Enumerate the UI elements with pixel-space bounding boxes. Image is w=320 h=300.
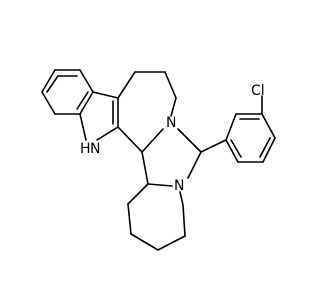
molecule-structure: H N N N Cl (41, 69, 276, 251)
chlorine-atom: Cl (251, 83, 265, 99)
chlorophenyl-ring (225, 113, 276, 163)
indole-nh-hydrogen: H (80, 141, 91, 157)
piperidine-ring (127, 183, 186, 251)
tetrahydropyridine-ring (117, 71, 177, 153)
nh-label: H N (80, 141, 100, 157)
amine-nitrogen-lower: N (174, 178, 184, 194)
indole-pyrrole-ring (79, 91, 119, 141)
imidazolidine-ring (141, 128, 202, 187)
indole-nitrogen: N (90, 141, 100, 157)
amine-nitrogen-upper: N (166, 115, 176, 131)
indole-benzene-ring (41, 69, 94, 115)
aryl-bond (200, 139, 227, 153)
